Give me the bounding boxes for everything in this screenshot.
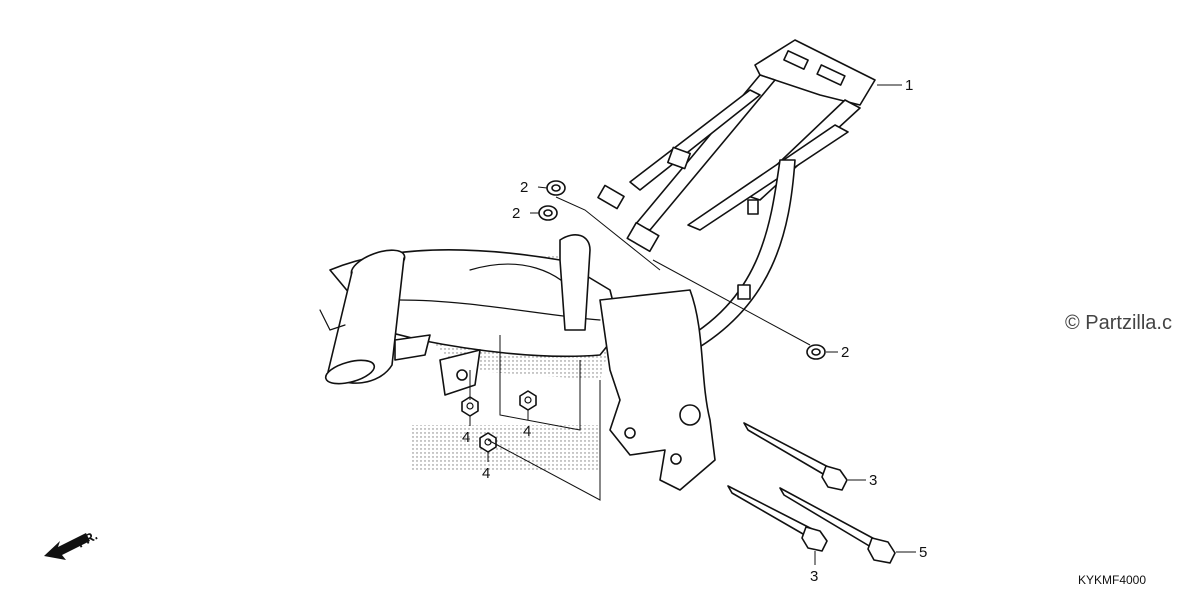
nut-upper-b[interactable]: [538, 205, 558, 221]
callout-bolt-upper: 3: [869, 472, 877, 489]
diagram-code: KYKMF4000: [1078, 573, 1147, 587]
callout-frame-body: 1: [905, 77, 913, 94]
bolt-upper[interactable]: [743, 422, 848, 491]
direction-label: FR.: [74, 528, 100, 551]
nut-upper-a[interactable]: [546, 180, 566, 196]
front-arrow-icon: FR.: [44, 528, 100, 560]
bolt-long[interactable]: [779, 487, 896, 564]
callout-nut-right: 2: [841, 344, 849, 361]
bolt-lower[interactable]: [727, 485, 828, 552]
leader-lines: [469, 84, 916, 565]
callout-nut-upper-a: 2: [520, 179, 528, 196]
callout-nut-left-a: 4: [462, 429, 470, 446]
nut-right[interactable]: [806, 344, 826, 360]
callout-bolt-long: 5: [919, 544, 927, 561]
watermark: © Partzilla.c: [1065, 312, 1172, 334]
nut-center[interactable]: [519, 390, 537, 411]
callout-nut-left-b: 4: [482, 465, 490, 482]
callout-bolt-lower: 3: [810, 568, 818, 585]
callout-nut-upper-b: 2: [512, 205, 520, 222]
callout-nut-center: 4: [523, 423, 531, 440]
frame-body[interactable]: [319, 39, 876, 491]
